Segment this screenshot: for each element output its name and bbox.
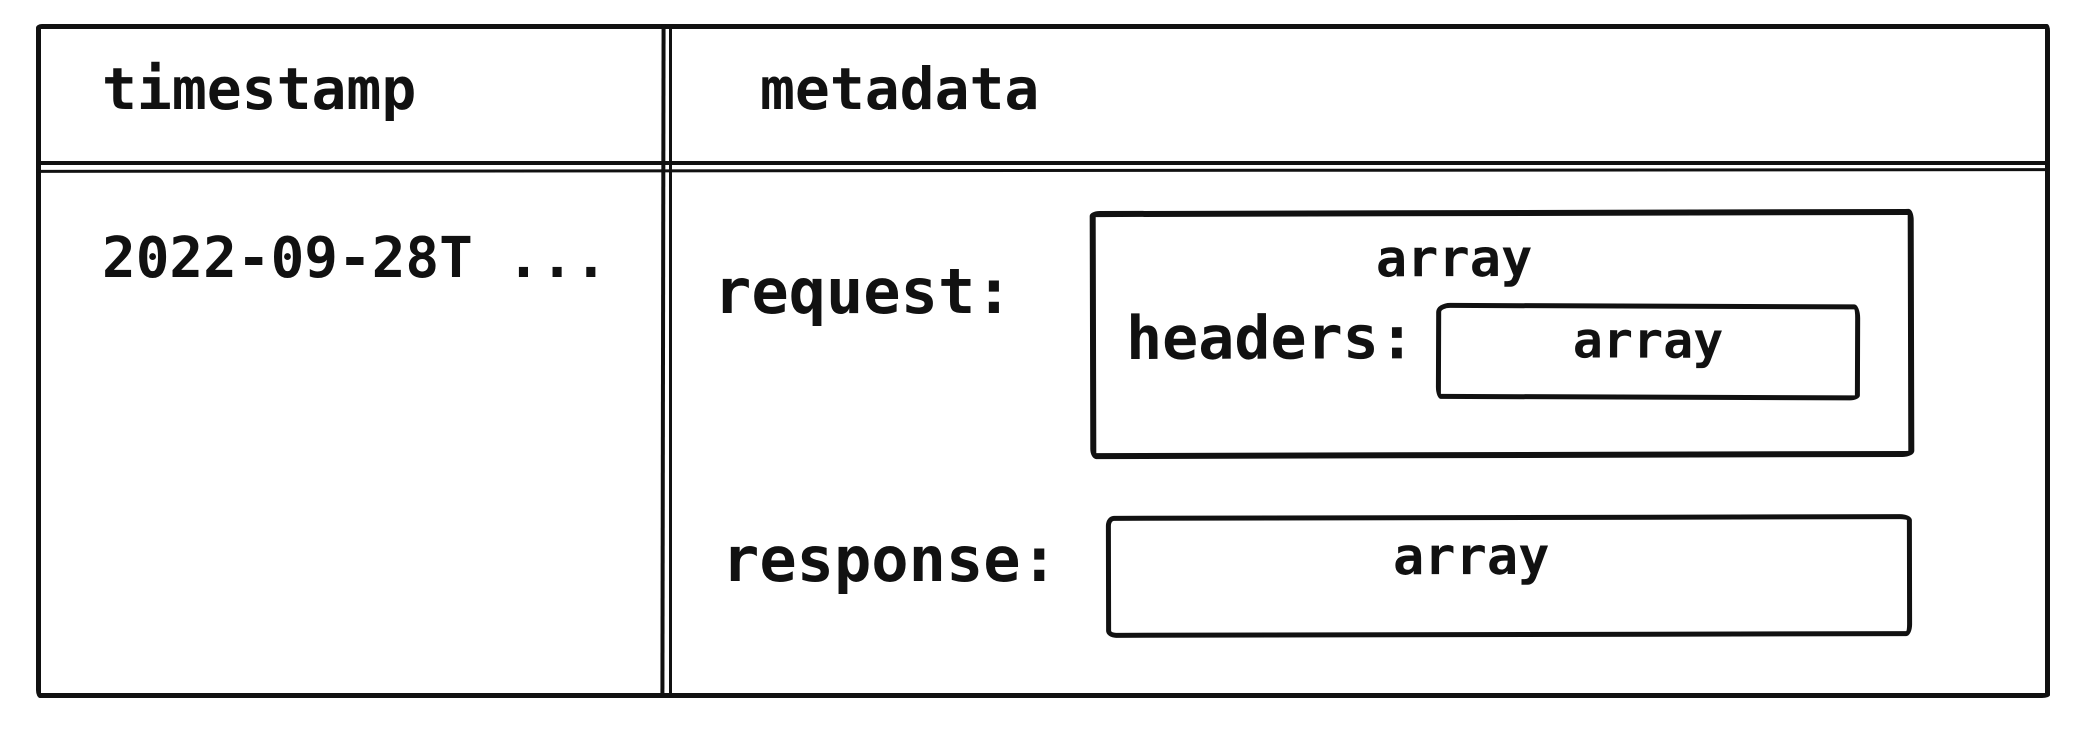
response-array-type-label: array xyxy=(1392,526,1550,588)
headers-array-box: array xyxy=(1435,302,1861,401)
table-outer-border xyxy=(36,24,2050,698)
timestamp-cell-value: 2022-09-28T ... xyxy=(102,226,608,291)
request-field-label: request: xyxy=(714,255,1013,328)
headers-array-type-label: array xyxy=(1572,311,1724,370)
column-header-timestamp: timestamp xyxy=(102,55,417,123)
response-field-label: response: xyxy=(722,523,1058,596)
header-separator-line xyxy=(36,161,2045,165)
column-header-metadata: metadata xyxy=(760,55,1040,123)
request-array-box: array headers: array xyxy=(1089,208,1915,460)
headers-field-label: headers: xyxy=(1125,303,1416,374)
request-array-type-label: array xyxy=(1375,228,1533,290)
response-array-box: array xyxy=(1105,514,1913,638)
column-divider-line-2 xyxy=(669,24,672,693)
